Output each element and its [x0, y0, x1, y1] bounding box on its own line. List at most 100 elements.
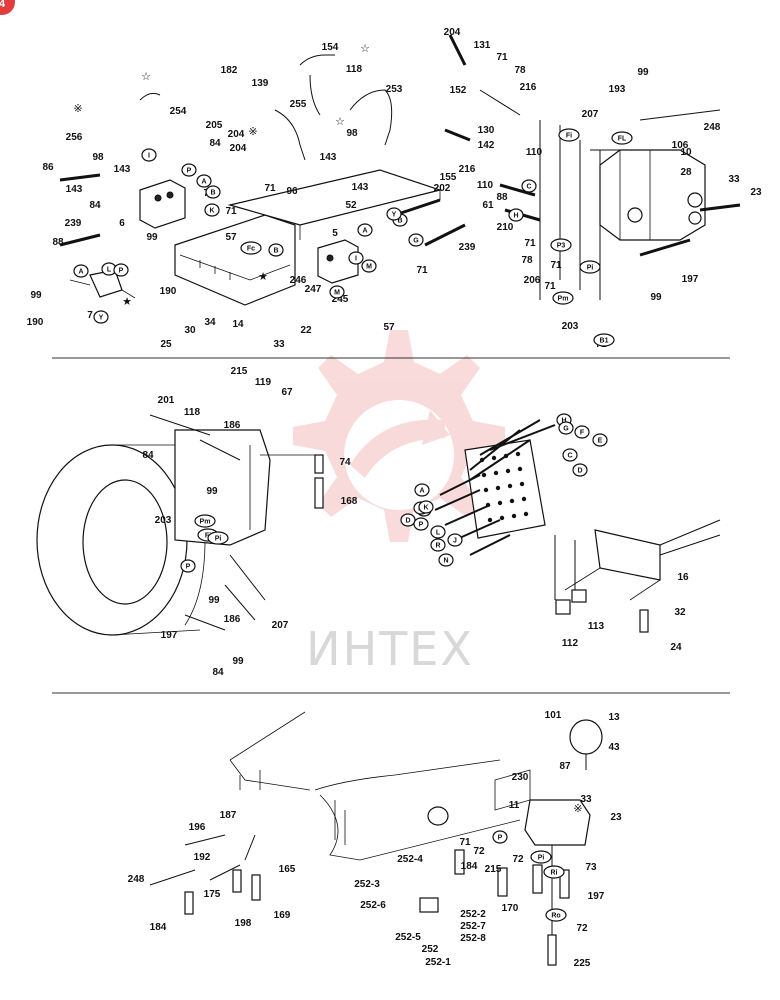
part-number-label: 57 [383, 322, 395, 333]
svg-text:C: C [526, 184, 531, 191]
svg-text:H: H [513, 213, 518, 220]
circle-marker: A [73, 264, 89, 278]
part-number-label: 252-4 [397, 854, 423, 865]
svg-text:P: P [187, 168, 192, 175]
hose-line [434, 489, 481, 511]
part-number-label: 71 [416, 265, 428, 276]
bolt [394, 198, 441, 217]
part-number-label: 99 [30, 290, 42, 301]
part-number-label: 215 [231, 366, 248, 377]
plate-hole [499, 515, 505, 521]
part-number-label: 52 [345, 200, 357, 211]
part-number-label: 216 [520, 82, 537, 93]
part-number-label: 61 [482, 200, 494, 211]
part-number-label: 16 [677, 572, 689, 583]
part-number-label: 71 [459, 837, 471, 848]
part-number-label: 143 [320, 152, 337, 163]
part-number-label: 196 [189, 822, 206, 833]
circle-marker: J [447, 533, 463, 547]
svg-text:FL: FL [618, 136, 627, 143]
part-number-label: 72 [512, 854, 524, 865]
part-number-label: 253 [386, 84, 403, 95]
svg-text:Pi: Pi [587, 265, 594, 272]
bolt [59, 233, 101, 247]
part-number-label: 22 [300, 325, 312, 336]
corner-badge: 4 [0, 0, 15, 15]
svg-text:P: P [186, 564, 191, 571]
part-number-label: 78 [514, 65, 526, 76]
svg-text:Ro: Ro [551, 913, 560, 920]
part-number-label: 239 [65, 218, 82, 229]
part-number-label: 14 [232, 319, 244, 330]
svg-text:M: M [366, 264, 372, 271]
part-number-label: 246 [290, 275, 307, 286]
svg-text:C: C [567, 453, 572, 460]
circle-marker: M [329, 285, 345, 299]
circle-marker: A [357, 223, 373, 237]
circle-marker: G [408, 233, 424, 247]
svg-text:A: A [419, 488, 424, 495]
circle-marker: P [113, 263, 129, 277]
part-number-label: 86 [42, 162, 54, 173]
part-number-label: 84 [89, 200, 101, 211]
circle-marker: Fi [558, 128, 580, 142]
part-number-label: 239 [459, 242, 476, 253]
part-number-label: 99 [637, 67, 649, 78]
plate-hole [517, 466, 523, 472]
plate-hole [505, 468, 511, 474]
svg-text:Pi: Pi [538, 855, 545, 862]
bolt [699, 203, 741, 212]
part-number-label: 71 [550, 260, 562, 271]
part-number-label: 98 [346, 128, 358, 139]
plate-hole [507, 483, 513, 489]
svg-text:B: B [273, 248, 278, 255]
circle-marker: A [196, 174, 212, 188]
part-number-label: 204 [228, 129, 245, 140]
part-number-label: 78 [521, 255, 533, 266]
circle-marker: L [430, 525, 446, 539]
part-number-label: 198 [235, 918, 252, 929]
part-number-label: 256 [66, 132, 83, 143]
part-number-label: 252-8 [460, 933, 486, 944]
part-number-label: 23 [750, 187, 762, 198]
circle-marker: Y [93, 310, 109, 324]
hollow-star-icon: ☆ [360, 42, 370, 55]
part-number-label: 252-6 [360, 900, 386, 911]
hose-line [489, 424, 556, 451]
plate-hole [497, 500, 503, 506]
plate-hole [515, 451, 521, 457]
part-number-label: 10 [680, 147, 692, 158]
part-number-label: 71 [264, 183, 276, 194]
asterisk-icon: ※ [248, 125, 257, 138]
part-number-label: 84 [209, 138, 221, 149]
svg-text:4: 4 [0, 0, 6, 10]
svg-text:G: G [563, 426, 569, 433]
hose-line [454, 519, 501, 541]
section2-drawing [36, 414, 721, 636]
svg-text:B: B [397, 218, 402, 225]
svg-text:D: D [405, 518, 410, 525]
hollow-star-icon: ☆ [335, 115, 345, 128]
part-number-label: 72 [576, 923, 588, 934]
part-number-label: 99 [232, 656, 244, 667]
part-number-label: 252-1 [425, 957, 451, 968]
part-number-label: 112 [562, 638, 579, 649]
part-number-label: 184 [461, 861, 478, 872]
plate-hole [487, 517, 493, 523]
hose-line [469, 439, 531, 481]
circle-marker: Fc [240, 241, 262, 255]
part-number-label: 207 [272, 620, 289, 631]
bolt [499, 183, 536, 197]
circle-marker: N [438, 553, 454, 567]
part-number-label: 248 [704, 122, 721, 133]
svg-text:Pi: Pi [215, 536, 222, 543]
part-number-label: 190 [27, 317, 44, 328]
svg-text:Y: Y [392, 212, 397, 219]
svg-text:B: B [210, 190, 215, 197]
circle-marker: B1 [593, 333, 615, 347]
watermark-text: ИНТЕХ [306, 622, 474, 676]
part-number-label: 119 [255, 377, 272, 388]
part-number-label: 186 [224, 420, 241, 431]
part-number-label: 204 [444, 27, 461, 38]
